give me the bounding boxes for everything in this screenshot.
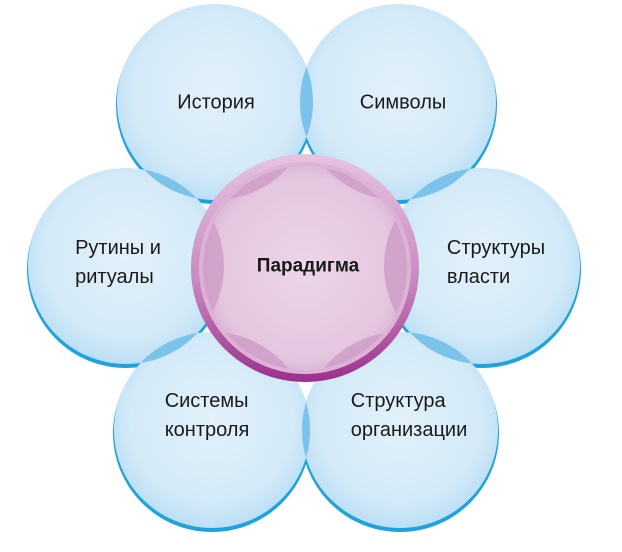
node-label-control-systems: Системы контроля [165, 387, 250, 445]
node-label-line: власти [446, 266, 511, 288]
node-label-line: Структуры [446, 237, 546, 259]
node-label-line: организации [350, 419, 468, 441]
node-label-history: История [177, 89, 255, 118]
petals-layer [28, 4, 580, 528]
center-circle [203, 166, 407, 370]
petal-symbols [300, 4, 496, 200]
center-label: Парадигма [256, 255, 360, 277]
node-label-routines-rituals: Рутины и ритуалы [75, 234, 161, 292]
node-label-line: контроля [164, 419, 250, 441]
node-label-line: Рутины и [75, 237, 161, 259]
node-label-line: Системы [164, 390, 249, 412]
petal-routines-rituals [28, 168, 224, 364]
petal-history [117, 4, 313, 200]
petal-organization-structure [302, 332, 498, 528]
node-label-symbols: Символы [360, 89, 447, 118]
node-label-power-structures: Структуры власти [447, 234, 545, 292]
node-label-organization-structure: Структура организации [351, 387, 468, 445]
petal-power-structures [384, 168, 580, 364]
node-label-line: Структура [350, 390, 446, 412]
petal-control-systems [114, 332, 310, 528]
node-label-line: ритуалы [75, 266, 154, 288]
node-label-line: Символы [359, 91, 447, 114]
center-layer [191, 154, 419, 382]
node-label-line: История [177, 91, 255, 114]
